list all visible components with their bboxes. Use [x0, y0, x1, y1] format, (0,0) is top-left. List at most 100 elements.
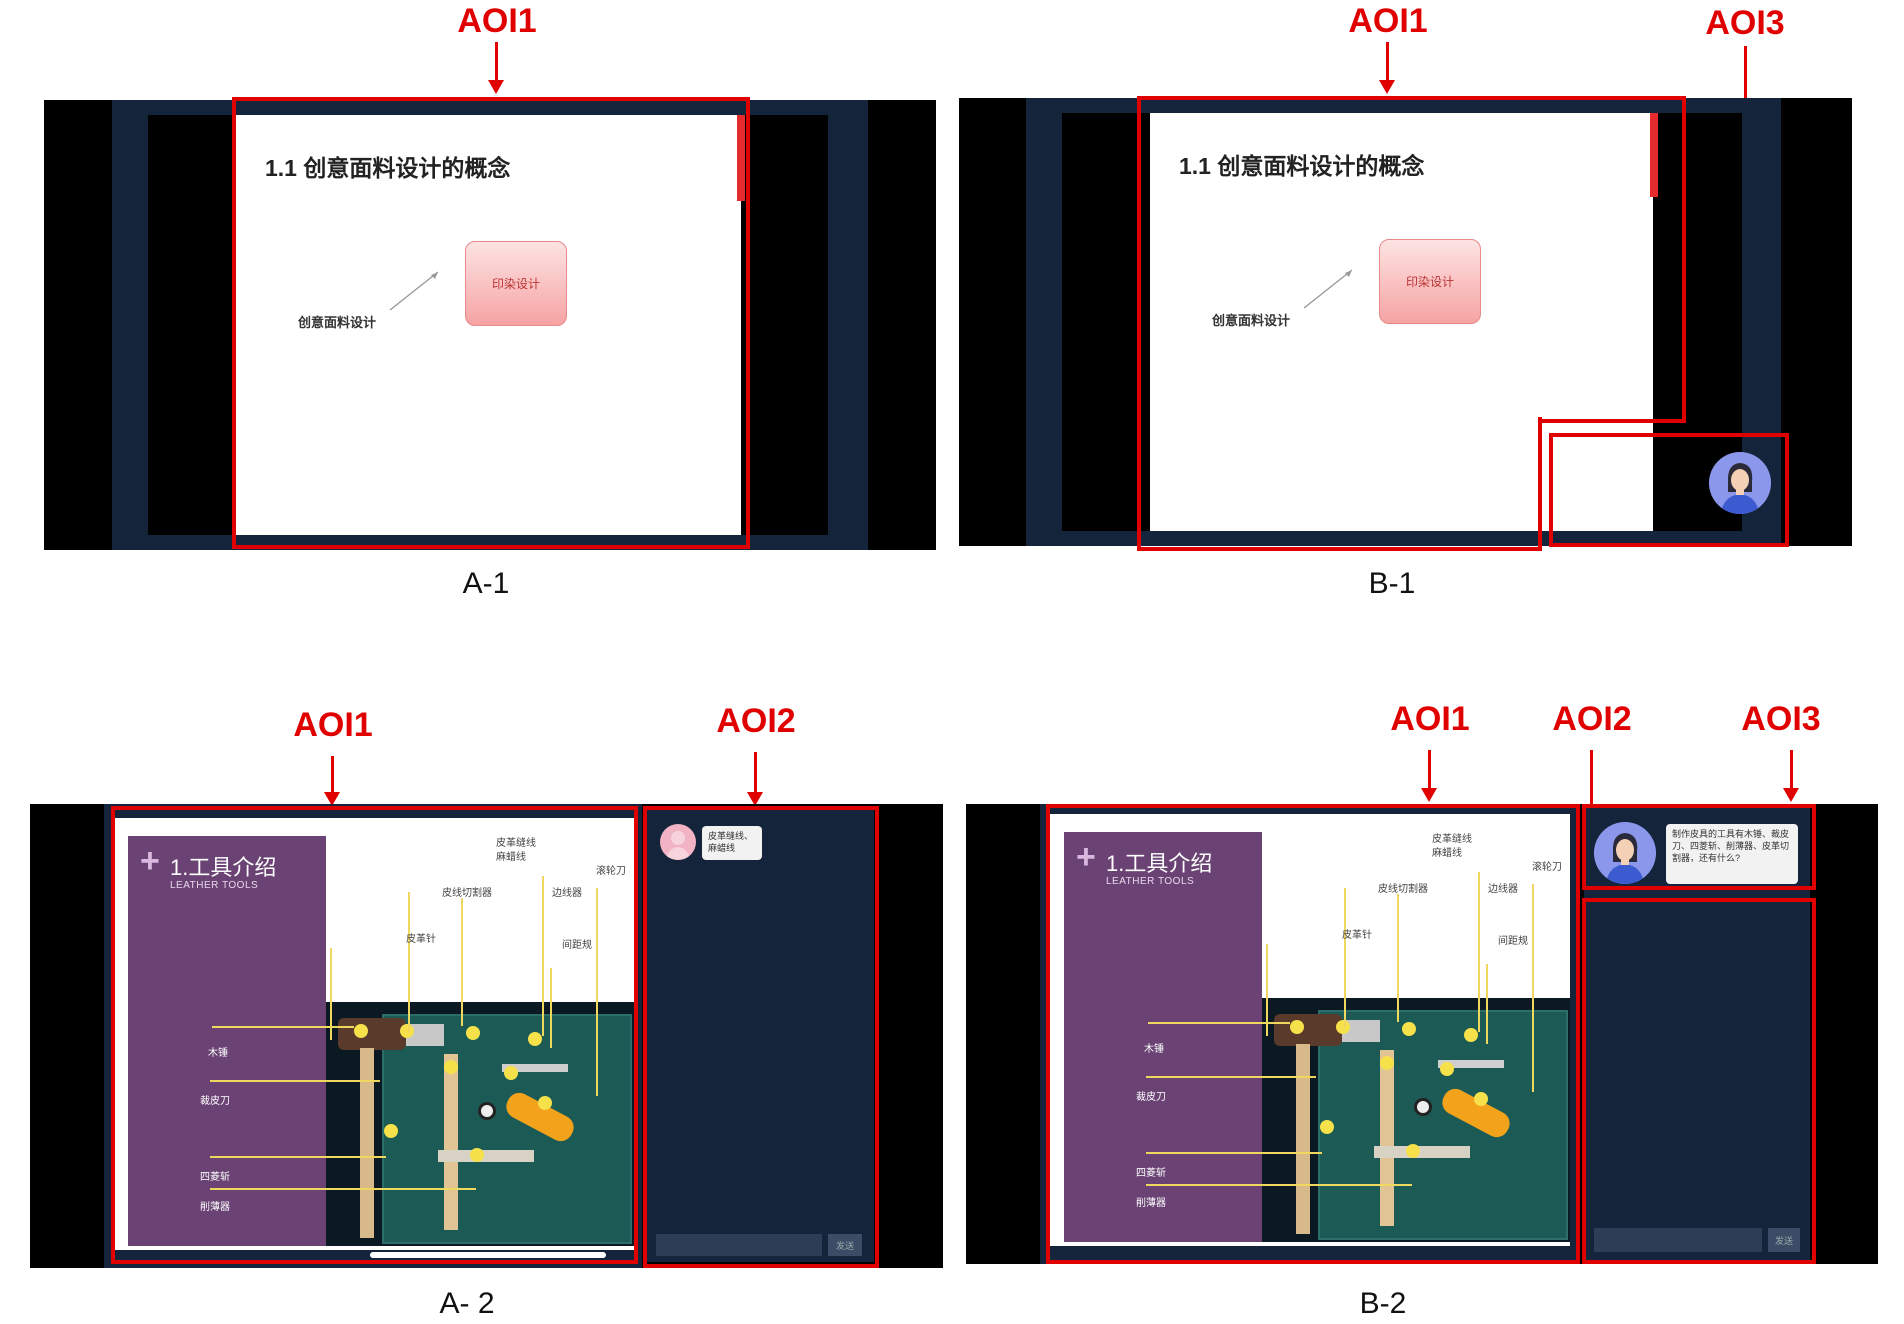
tool-label: 间距规: [1498, 936, 1528, 947]
pointer-line: [408, 892, 410, 1032]
pointer-dot: [400, 1024, 414, 1038]
cutter-wheel: [1414, 1098, 1432, 1116]
pointer-dot: [466, 1026, 480, 1040]
print-design-box: 印染设计: [465, 241, 567, 326]
mallet-head: [338, 1018, 406, 1050]
print-design-box: 印染设计: [1379, 239, 1481, 324]
tool-label: 麻蜡线: [1432, 848, 1462, 859]
pointer-dot: [538, 1096, 552, 1110]
pointer-line: [1532, 884, 1534, 1092]
tools-slide: + 1.工具介绍 LEATHER TOOLS 木锤 裁皮刀 四菱斩 削薄器: [1048, 814, 1570, 1246]
scroll-indicator: [737, 115, 745, 201]
aoi2-label: AOI2: [1552, 700, 1632, 738]
thread-spool: [406, 1024, 444, 1046]
plus-icon: +: [140, 842, 160, 880]
pointer-dot: [1402, 1022, 1416, 1036]
tools-photo: [326, 1002, 634, 1246]
tool-label: 木锤: [1144, 1044, 1164, 1055]
aoi1-arrow: [324, 756, 340, 806]
tool-label: 皮线切割器: [1378, 884, 1428, 895]
pointer-line: [1146, 1076, 1316, 1078]
pointer-dot: [470, 1148, 484, 1162]
aoi3-box: [1549, 433, 1789, 547]
aoi1-box: [232, 97, 750, 549]
pointer-dot: [1440, 1062, 1454, 1076]
aoi1-arrow: [1421, 750, 1437, 802]
tool-label: 皮革针: [406, 934, 436, 945]
slide-title: 1.1 创意面料设计的概念: [1179, 153, 1425, 179]
send-button[interactable]: 发送: [1768, 1228, 1800, 1252]
pointer-line: [210, 1156, 386, 1158]
aoi3-label: AOI3: [1705, 4, 1785, 42]
tools-sidebar: + 1.工具介绍 LEATHER TOOLS 木锤 裁皮刀 四菱斩 削薄器: [128, 836, 326, 1246]
tools-title: 1.工具介绍: [1106, 851, 1213, 876]
pointer-line: [1397, 894, 1399, 1022]
tool-handle: [1380, 1050, 1394, 1226]
tool-label: 裁皮刀: [1136, 1092, 1166, 1103]
pointer-dot: [354, 1024, 368, 1038]
pointer-line: [212, 1026, 354, 1028]
tool-label: 间距规: [562, 940, 592, 951]
tools-photo: [1262, 998, 1570, 1242]
pointer-dot: [504, 1066, 518, 1080]
progress-bar[interactable]: [370, 1252, 606, 1258]
slide: 1.1 创意面料设计的概念 创意面料设计 印染设计: [236, 115, 741, 535]
tool-label: 皮革针: [1342, 930, 1372, 941]
chat-bubble: 制作皮具的工具有木锤、裁皮刀、四菱斩、削薄器、皮革切割器，还有什么?: [1666, 824, 1798, 884]
chat-input[interactable]: [656, 1234, 822, 1256]
aoi1-box: [111, 806, 638, 1264]
tool-label: 裁皮刀: [200, 1096, 230, 1107]
edger-tool: [502, 1064, 568, 1072]
chat-input[interactable]: [1594, 1228, 1762, 1252]
panel-caption: A-1: [462, 567, 510, 600]
thread-spool: [1342, 1020, 1380, 1042]
pointer-dot: [1380, 1056, 1394, 1070]
pointer-line: [550, 968, 552, 1048]
teacher-avatar-icon: [1709, 452, 1771, 514]
aoi2-label: AOI2: [716, 702, 796, 740]
aoi2-arrow: [747, 752, 763, 806]
pointer-dot: [528, 1032, 542, 1046]
aoi1-step: [1538, 419, 1686, 423]
aoi3-label: AOI3: [1741, 700, 1821, 738]
pointer-dot: [1464, 1028, 1478, 1042]
aoi3-arrow: [1783, 750, 1799, 802]
pointer-line: [1266, 944, 1268, 1036]
tool-label: 皮革缝线: [496, 838, 536, 849]
pointer-dot: [1406, 1144, 1420, 1158]
tool-label: 皮线切割器: [442, 888, 492, 899]
tool-label: 削薄器: [1136, 1198, 1166, 1209]
pointer-line: [542, 876, 544, 1036]
tool-handle: [444, 1054, 458, 1230]
panel-caption: A- 2: [439, 1287, 495, 1320]
chat-panel: 皮革缝线、麻蜡线 发送: [646, 808, 874, 1262]
pointer-dot: [1290, 1020, 1304, 1034]
tool-label: 木锤: [208, 1048, 228, 1059]
tool-label: 削薄器: [200, 1202, 230, 1213]
tool-label: 皮革缝线: [1432, 834, 1472, 845]
pointer-line: [596, 888, 598, 1096]
concept-label: 创意面料设计: [1212, 313, 1291, 328]
aoi1-label: AOI1: [293, 706, 373, 744]
tool-label: 滚轮刀: [596, 866, 626, 877]
plus-icon: +: [1076, 838, 1096, 876]
scroll-indicator: [1650, 113, 1658, 197]
user-avatar-icon: [660, 824, 696, 860]
pointer-line: [330, 948, 332, 1040]
aoi1-step-vertical: [1538, 419, 1542, 551]
mallet-head: [1274, 1014, 1342, 1046]
tool-label: 滚轮刀: [1532, 862, 1562, 873]
ruler: [438, 1150, 534, 1162]
tool-label: 边线器: [1488, 884, 1518, 895]
aoi2-box: [1582, 898, 1816, 1264]
tool-label: 边线器: [552, 888, 582, 899]
pointer-dot: [384, 1124, 398, 1138]
tool-label: 麻蜡线: [496, 852, 526, 863]
tools-slide: + 1.工具介绍 LEATHER TOOLS 木锤 裁皮刀 四菱斩 削薄器: [112, 818, 634, 1250]
cutter-wheel: [478, 1102, 496, 1120]
send-button[interactable]: 发送: [828, 1234, 862, 1256]
pointer-line: [1344, 888, 1346, 1028]
pointer-line: [1486, 964, 1488, 1044]
aoi1-box-top: [1137, 96, 1686, 423]
slide-title: 1.1 创意面料设计的概念: [265, 155, 511, 181]
